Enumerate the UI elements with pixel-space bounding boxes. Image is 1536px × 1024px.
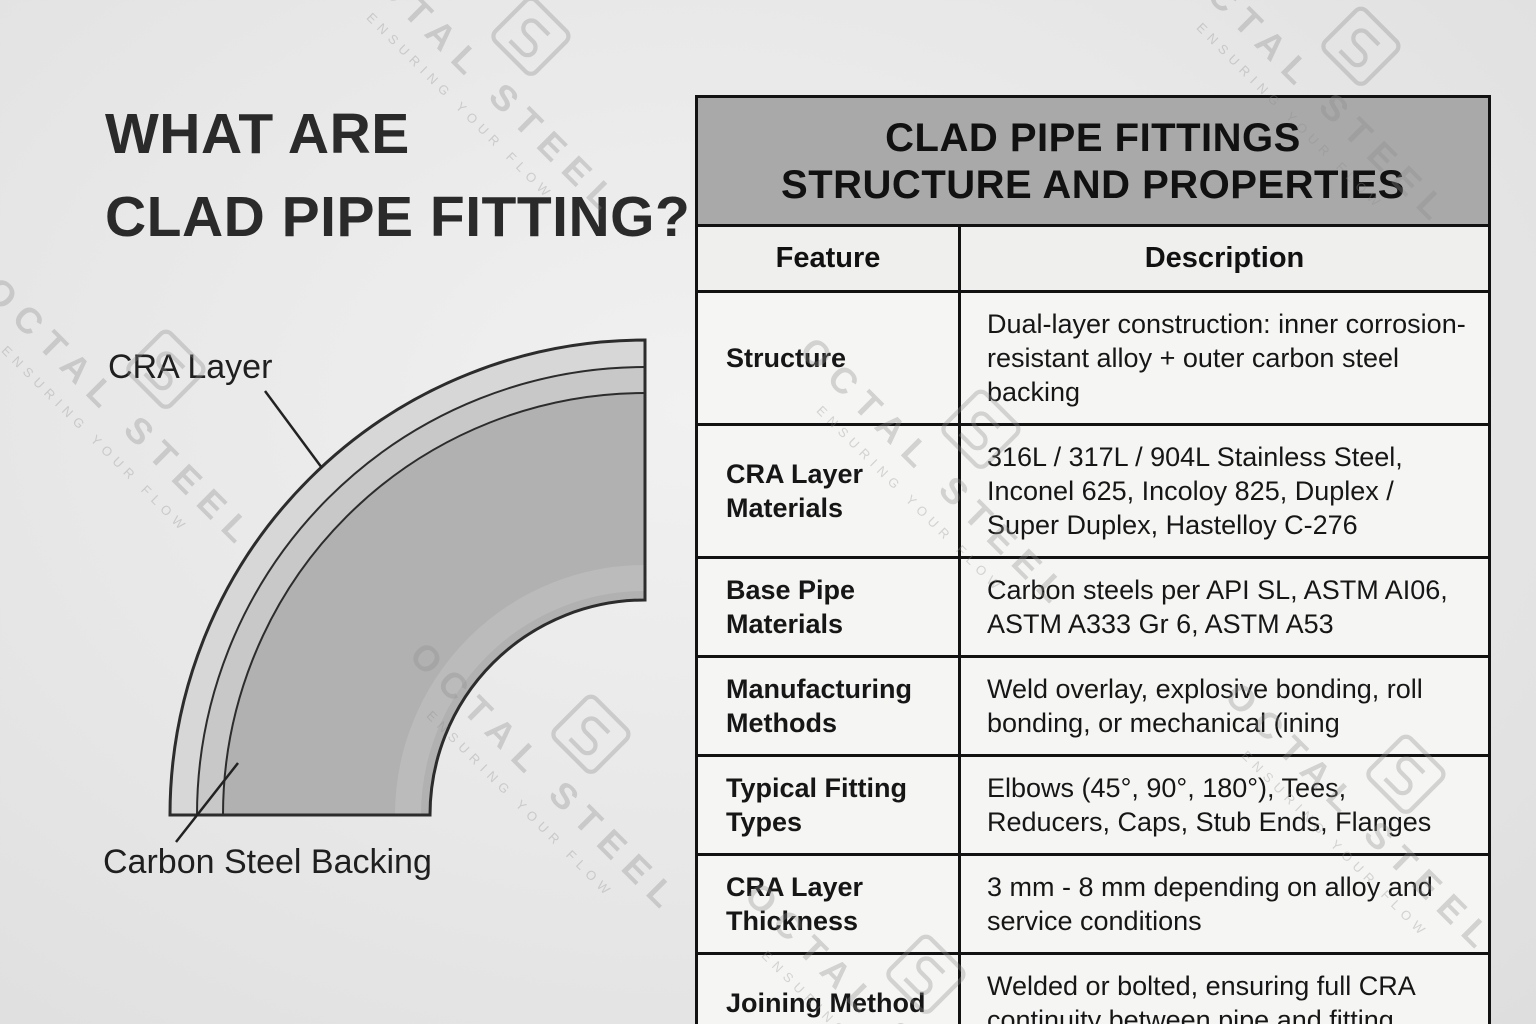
carbon-backing-leader-line <box>175 762 239 843</box>
feature-cell: Base Pipe Materials <box>695 555 961 658</box>
feature-cell: CRA Layer Materials <box>695 422 961 559</box>
table-title-line2: STRUCTURE AND PROPERTIES <box>781 162 1405 207</box>
feature-cell: CRA Layer Thickness <box>695 852 961 955</box>
table-row: Structure Dual-layer construction: inner… <box>695 289 1491 426</box>
description-cell: Dual-layer construction: inner corrosion… <box>958 289 1491 426</box>
feature-cell: Typical Fitting Types <box>695 753 961 856</box>
page-title-line1: WHAT ARE <box>105 102 410 166</box>
page-title: WHAT ARE CLAD PIPE FITTING? <box>105 93 690 258</box>
cra-layer-leader-line <box>263 390 324 469</box>
pipe-inner-highlight <box>395 565 646 816</box>
column-header-feature: Feature <box>695 223 961 293</box>
table-title: CLAD PIPE FITTINGS STRUCTURE AND PROPERT… <box>695 95 1491 224</box>
description-cell: Weld overlay, explosive bonding, roll bo… <box>958 654 1491 757</box>
table-header-row: Feature Description <box>695 223 1491 293</box>
table-row: Typical Fitting Types Elbows (45°, 90°, … <box>695 753 1491 856</box>
feature-cell: Structure <box>695 289 961 426</box>
pipe-stripe-line-2 <box>222 392 646 816</box>
feature-cell: Joining Method <box>695 951 961 1024</box>
table-row: Manufacturing Methods Weld overlay, expl… <box>695 654 1491 757</box>
table-row: Joining Method Welded or bolted, ensurin… <box>695 951 1491 1024</box>
spec-table-section: CLAD PIPE FITTINGS STRUCTURE AND PROPERT… <box>695 95 1491 1024</box>
table-row: CRA Layer Materials 316L / 317L / 904L S… <box>695 422 1491 559</box>
page-title-line2: CLAD PIPE FITTING? <box>105 184 691 249</box>
table-row: Base Pipe Materials Carbon steels per AP… <box>695 555 1491 658</box>
spec-table: Feature Description Structure Dual-layer… <box>695 223 1491 1024</box>
table-title-line1: CLAD PIPE FITTINGS <box>885 116 1301 160</box>
column-header-description: Description <box>958 223 1491 293</box>
description-cell: 316L / 317L / 904L Stainless Steel, Inco… <box>958 422 1491 559</box>
feature-cell: Manufacturing Methods <box>695 654 961 757</box>
pipe-body <box>223 393 645 815</box>
description-cell: Elbows (45°, 90°, 180°), Tees, Reducers,… <box>958 753 1491 856</box>
description-cell: 3 mm - 8 mm depending on alloy and servi… <box>958 852 1491 955</box>
description-cell: Carbon steels per API SL, ASTM AI06, AST… <box>958 555 1491 658</box>
carbon-steel-backing-label: Carbon Steel Backing <box>103 843 432 881</box>
description-cell: Welded or bolted, ensuring full CRA cont… <box>958 951 1491 1024</box>
pipe-outline <box>168 338 647 817</box>
pipe-stripe-line-1 <box>196 366 646 816</box>
table-row: CRA Layer Thickness 3 mm - 8 mm dependin… <box>695 852 1491 955</box>
cra-layer-label: CRA Layer <box>108 348 273 386</box>
